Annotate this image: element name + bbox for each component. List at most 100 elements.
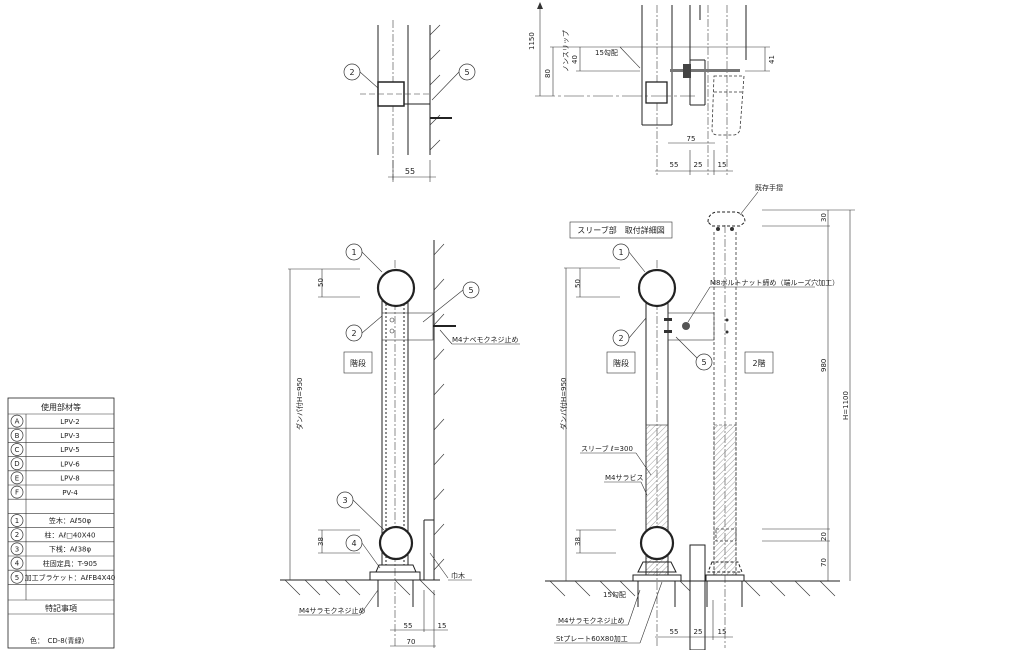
row-value: 加工ブラケット：AℓFB4X40 [25,573,116,582]
balloon-2: 2 [351,329,356,338]
product-row: E LPV-8 [10,471,80,485]
row-key: 4 [15,560,20,568]
dim-15: 15 [718,628,727,636]
dim-980: 980 [820,359,828,372]
dim-1150: 1150 [528,32,536,50]
stairs-label: 階段 [350,358,366,368]
dim-50: 50 [317,278,325,287]
row-key-circle [10,528,24,542]
slope-label: 15勾配 [595,48,618,57]
balloon-2: 2 [618,334,623,343]
row-value: 柱：Aℓ□40X40 [45,530,96,539]
screw-note: M4サラビス [605,473,644,482]
balloon-label: 5 [464,68,469,77]
row-key-circle [10,471,24,485]
row-key: 1 [15,517,19,525]
dim-38: 38 [574,537,582,546]
row-key-circle [10,514,24,527]
dim-70: 70 [407,638,416,646]
row-key: E [15,474,19,482]
sleeve-note: スリーブ ℓ=300 [581,444,633,453]
parts-table: 使用部材等 特記事項 色： CD-8(青緑) A LPV-2B LPV-3C LPV-… [7,397,116,649]
dim-55: 55 [670,628,679,636]
product-row: A LPV-2 [10,414,80,428]
balloon-4: 4 [351,539,356,548]
part-row: 5 加工ブラケット：AℓFB4X40 [10,570,116,584]
height-label: ダンパ付H=950 [295,378,304,431]
height-label: ダンパ付H=950 [559,378,568,431]
nonslip-label: ノンスリップ [562,30,570,72]
balloon-label: 2 [349,68,354,77]
product-row: C LPV-5 [10,443,80,456]
balloon-1: 1 [351,248,356,257]
product-row: B LPV-3 [10,428,80,442]
existing-handrail-label: 既存手摺 [755,183,783,192]
dim-30: 30 [820,213,828,222]
row-key-circle [10,428,24,442]
row-key-circle [10,556,24,570]
row-value: LPV-2 [60,418,79,426]
top-right-section-detail: 1150 80 ノンスリップ 40 15勾配 41 75 55 25 15 [528,2,776,175]
row-key-circle [10,457,24,471]
dim-80: 80 [544,69,552,78]
stairs-label: 階段 [613,358,629,368]
row-key-circle [10,542,24,556]
left-elevation: 50 ダンパ付H=950 38 1 2 3 4 5 階段 M4ナベモクネジ止め … [280,240,520,648]
balloon-5: 5 [468,286,473,295]
notes-title: 特記事項 [45,603,77,613]
dim-55: 55 [670,161,679,169]
row-value: LPV-8 [60,475,79,483]
base-screw-note: M4サラモクネジ止め [558,616,625,625]
color-note: 色： CD-8(青緑) [30,636,84,645]
second-floor-label: 2階 [752,358,765,368]
dim-55: 55 [405,167,415,176]
plate-note: Stプレート60X80加工 [556,634,628,643]
right-elevation: スリーブ部 取付詳細図 50 ダンパ付H=950 [545,183,855,650]
dim-15: 15 [438,622,447,630]
row-key-circle [10,485,24,499]
row-key: 3 [15,545,19,553]
part-row: 1 笠木：Aℓ50φ [10,514,92,527]
screw-note: M4ナベモクネジ止め [452,335,519,344]
row-value: LPV-5 [60,446,79,454]
dim-41: 41 [768,55,776,64]
dim-75: 75 [687,135,696,143]
row-value: LPV-6 [60,460,80,468]
dim-38: 38 [317,537,325,546]
row-key-circle [10,414,24,428]
row-key-circle [10,443,24,456]
row-key: C [15,446,20,454]
row-key: B [15,432,20,440]
row-value: 下桟：Aℓ38φ [49,545,92,554]
balloon-1: 1 [618,248,623,257]
table-title: 使用部材等 [41,402,81,412]
slope-label: 15勾配 [603,590,626,599]
row-value: 笠木：Aℓ50φ [49,516,92,525]
dim-40: 40 [571,55,579,64]
dim-50: 50 [574,279,582,288]
row-key: A [15,418,20,426]
bolt-note: M8ボルトナット締め（端ルーズ穴加工） [710,278,839,287]
drawing-title: スリーブ部 取付詳細図 [577,225,665,235]
balloon-5: 5 [701,358,706,367]
row-value: PV-4 [62,489,78,497]
dim-1100: H=1100 [842,391,850,420]
base-screw-note: M4サラモクネジ止め [299,606,366,615]
baseboard-label: 巾木 [451,571,465,580]
row-value: LPV-3 [60,432,79,440]
part-row: 3 下桟：Aℓ38φ [10,542,92,556]
row-key: 2 [15,531,19,539]
dim-15: 15 [718,161,727,169]
balloon-3: 3 [342,496,347,505]
dim-25: 25 [694,628,703,636]
row-key: F [15,489,19,497]
row-key: 5 [15,574,19,582]
part-row: 2 柱：Aℓ□40X40 [10,528,96,542]
row-key-circle [10,570,24,584]
dim-25: 25 [694,161,703,169]
dim-20: 20 [820,532,828,541]
dim-55: 55 [404,622,413,630]
